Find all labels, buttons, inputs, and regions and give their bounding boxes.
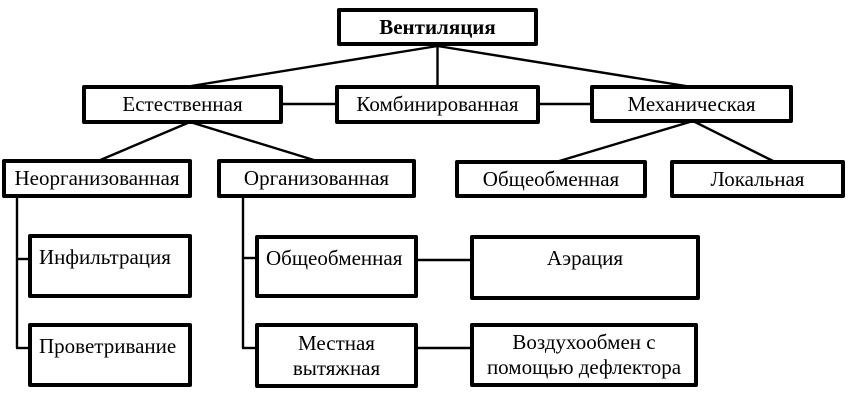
edge-natural-unorganized [97,120,191,163]
node-mechanical: Механическая [590,85,793,123]
node-ventilation: Вентиляция [337,8,538,46]
node-general-exchange-organized: Общеобменная [255,235,418,298]
edge-ventilation-mechanical [437,44,693,89]
node-infiltration: Инфильтрация [28,234,192,298]
node-local: Локальная [670,160,845,198]
node-organized: Организованная [217,159,416,198]
node-unorganized: Неорганизованная [2,159,192,198]
edge-ventilation-natural [184,44,438,89]
node-general-exchange-mechanical: Общеобменная [455,160,647,198]
edge-natural-organized [189,120,318,163]
edge-mechanical-local [692,119,776,164]
node-airing: Проветривание [28,323,192,387]
node-deflector-air-exchange: Воздухообмен с помощью дефлектора [470,323,698,387]
node-natural: Естественная [82,85,283,124]
node-combined: Комбинированная [335,85,540,124]
node-local-exhaust: Местная вытяжная [255,323,418,388]
node-aeration: Аэрация [470,235,700,300]
edge-mechanical-general-exchange [555,119,694,164]
